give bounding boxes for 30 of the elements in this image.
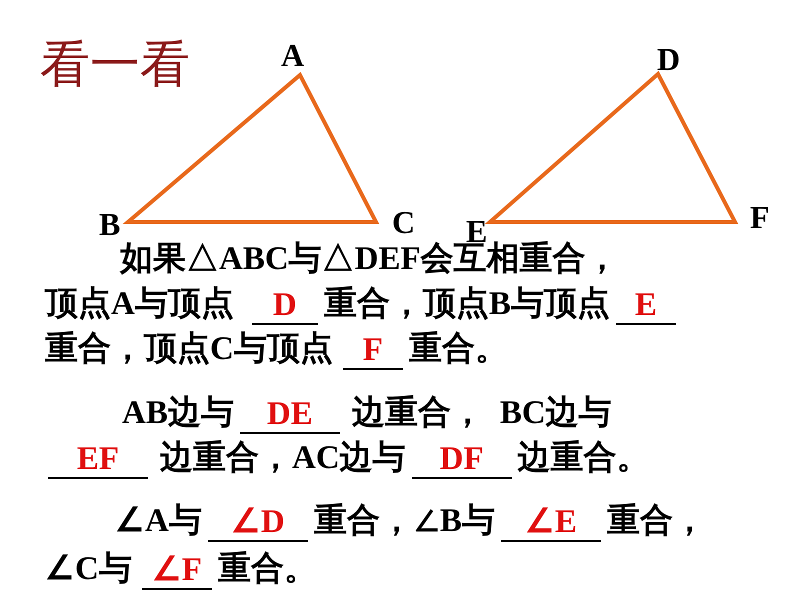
sentence-text: 重合，∠B与 [314, 502, 495, 541]
fill-in-line: ∠E [500, 504, 601, 542]
vertex-label: B [99, 205, 120, 242]
fill-in-line: EF [48, 441, 148, 479]
vertex-label: A [281, 36, 304, 74]
vertex-label: F [750, 198, 770, 236]
fill-in-line: D [252, 287, 318, 325]
sentence-text: 边重合，AC边与 [160, 439, 406, 478]
sentence-text: 重合。 [218, 550, 317, 589]
vertex-label: D [657, 40, 680, 78]
sentence-text: 边重合， [352, 394, 484, 433]
sentence-text: ∠C与 [45, 550, 132, 589]
sentence-text: 重合。 [408, 330, 508, 369]
vertex-label: C [392, 203, 416, 241]
fill-in-line: DF [412, 441, 512, 479]
fill-in-line: DE [240, 396, 340, 434]
sentence-text: 重合，顶点B与顶点 [324, 285, 610, 324]
sentence-text: BC边与 [500, 394, 612, 433]
triangle [484, 70, 738, 224]
sentence-text: ∠A与 [115, 502, 202, 541]
fill-in-line: ∠D [208, 504, 308, 542]
fill-in-line: ∠F [142, 552, 212, 590]
sentence-text: 顶点A与顶点 [45, 285, 234, 324]
sentence-text: 边重合。 [518, 439, 650, 478]
sentence-text: 重合，顶点C与顶点 [45, 330, 333, 369]
fill-in-line: F [342, 332, 403, 370]
title: 看一看 [40, 35, 190, 94]
sentence-text: 重合， [606, 502, 706, 541]
fill-in-line: E [616, 287, 676, 325]
sentence-text: AB边与 [122, 394, 234, 433]
